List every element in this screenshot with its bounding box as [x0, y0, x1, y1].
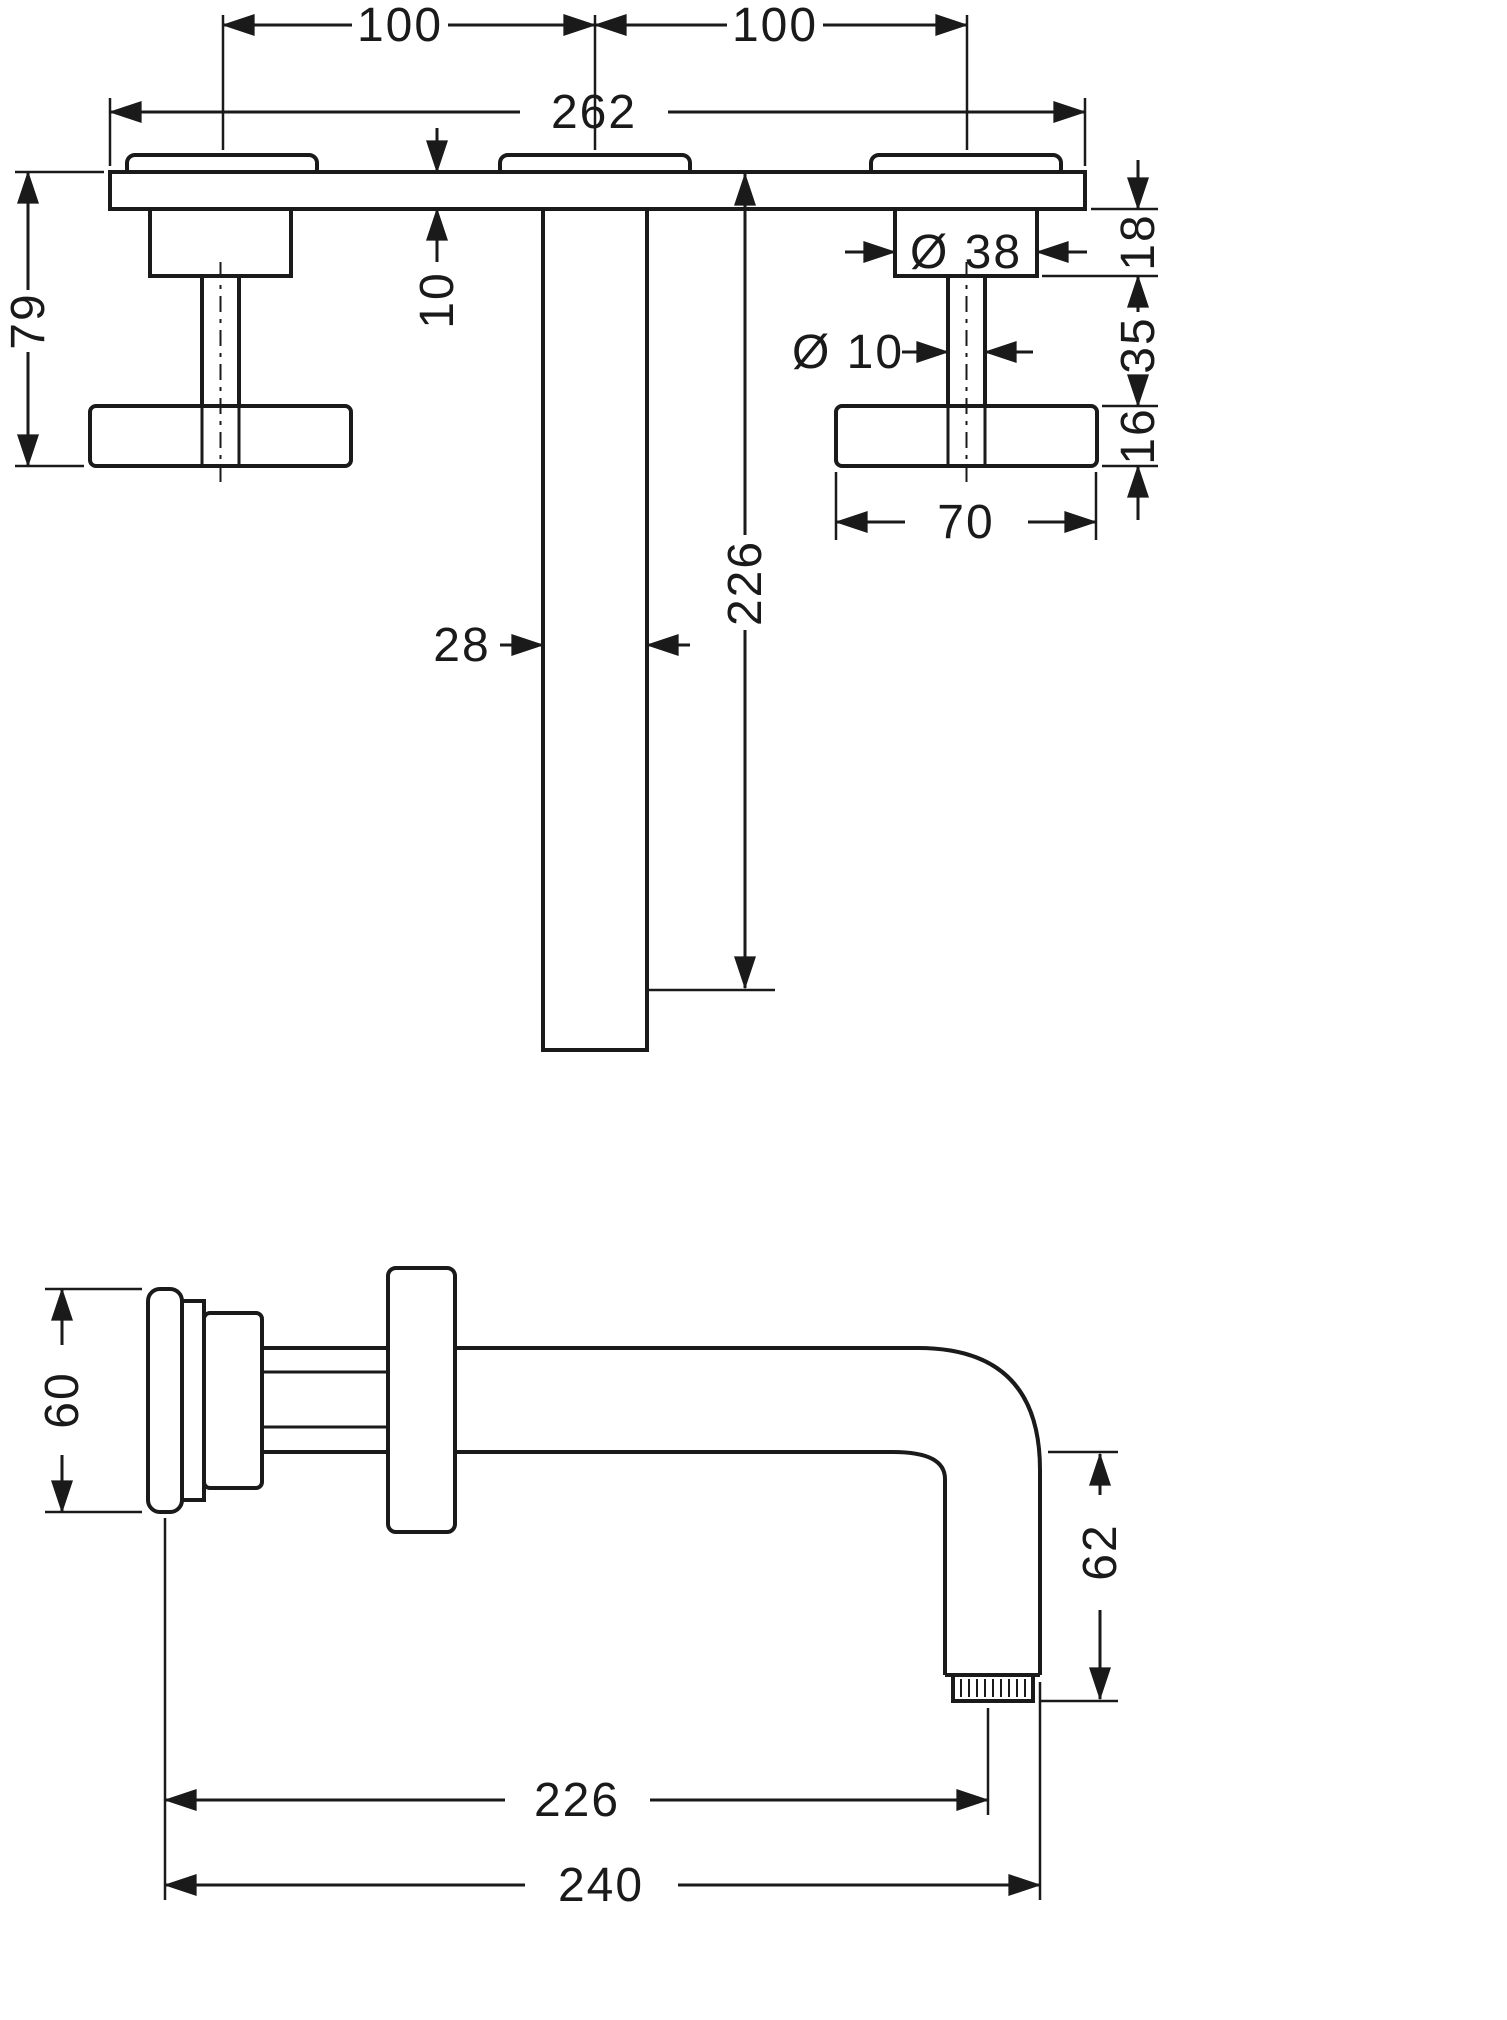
dim-spout-pipe-length-label: 226 [719, 540, 772, 626]
dimension-lines [17, 14, 1149, 1896]
spout-downpipe [541, 207, 649, 1052]
dim-hole-spacing-right-label: 100 [732, 0, 818, 52]
dim-plate-thickness-label: 10 [411, 271, 464, 328]
side-view [146, 1266, 1042, 1703]
aerator-hatching [960, 1679, 1026, 1697]
dim-spout-pipe-width-label: 28 [433, 619, 490, 672]
wall-flange-bezel [146, 1287, 184, 1514]
dim-spout-reach-label: 226 [534, 1774, 620, 1827]
dim-flange-diameter-label: 60 [36, 1371, 89, 1428]
wall-flange-body [202, 1311, 264, 1490]
spout-inner-contour [455, 1450, 947, 1675]
dimension-labels: 100 100 262 10 79 Ø 38 18 Ø 10 35 16 70 … [2, 0, 1165, 1912]
spout-escutcheon-side [386, 1266, 457, 1534]
faceplate [108, 170, 1087, 211]
front-view [88, 153, 1099, 1052]
dim-outlet-drop-label: 62 [1074, 1523, 1127, 1580]
wall-flange-step [180, 1299, 206, 1502]
dim-stem-diameter-label: Ø 10 [792, 326, 904, 379]
dim-hole-spacing-left-label: 100 [357, 0, 443, 52]
dim-escutcheon-depth-label: 18 [1112, 213, 1165, 270]
dim-escutcheon-diameter-label: Ø 38 [910, 226, 1022, 279]
dim-overall-projection-label: 240 [558, 1859, 644, 1912]
dim-handle-projection-label: 79 [2, 292, 55, 349]
dim-handle-bar-width-label: 70 [937, 496, 994, 549]
dim-handle-bar-thickness-label: 16 [1112, 407, 1165, 464]
dim-plate-width-label: 262 [551, 86, 637, 139]
dim-stem-length-label: 35 [1112, 316, 1165, 373]
spout-outer-contour [455, 1346, 1042, 1675]
